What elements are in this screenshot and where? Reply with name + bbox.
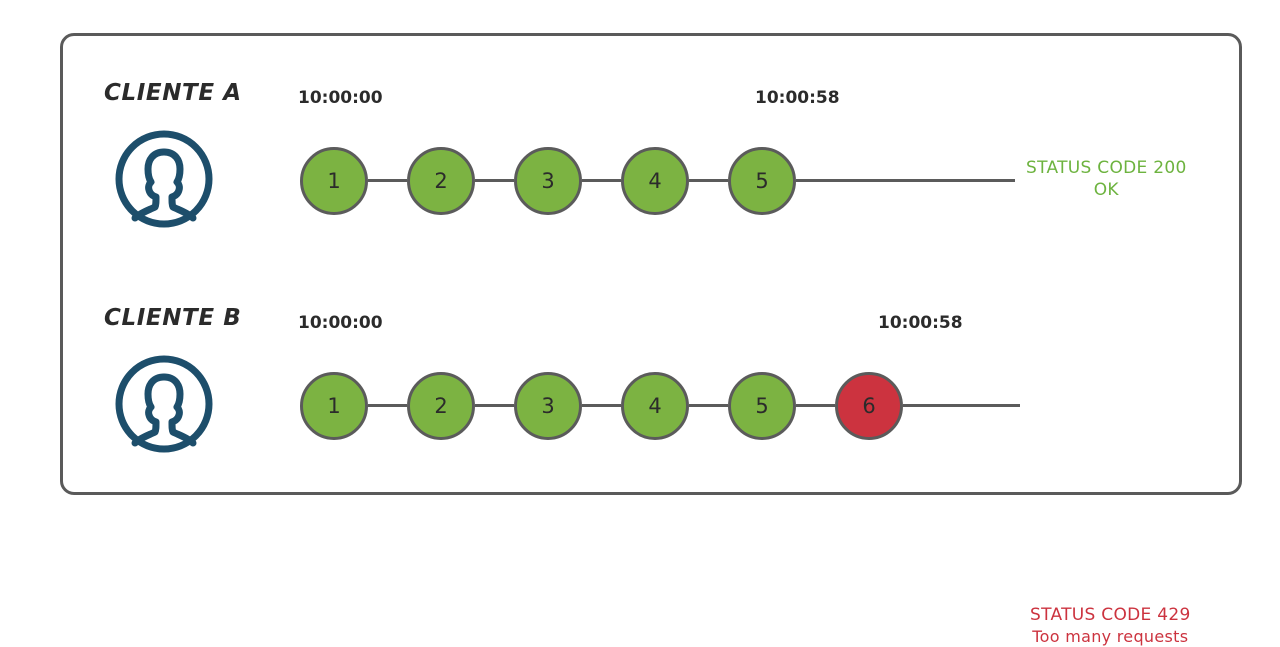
status-a-line1: STATUS CODE 200 bbox=[1026, 158, 1187, 178]
client-a-start-time: 10:00:00 bbox=[298, 88, 383, 108]
status-badge-a: STATUS CODE 200 OK bbox=[1026, 158, 1187, 202]
chain-link bbox=[475, 179, 514, 182]
status-badge-b: STATUS CODE 429 Too many requests bbox=[1030, 605, 1191, 647]
client-b-label: CLIENTE B bbox=[104, 305, 242, 331]
user-avatar-icon bbox=[112, 128, 216, 230]
chain-link bbox=[475, 404, 514, 407]
request-node-2[interactable]: 2 bbox=[407, 372, 475, 440]
chain-link bbox=[368, 404, 407, 407]
request-node-3[interactable]: 3 bbox=[514, 372, 582, 440]
chain-tail-link bbox=[903, 404, 1020, 407]
request-node-1[interactable]: 1 bbox=[300, 372, 368, 440]
chain-link bbox=[582, 404, 621, 407]
status-a-line2: OK bbox=[1093, 179, 1119, 200]
chain-tail-link bbox=[796, 179, 1015, 182]
status-b-line1: STATUS CODE 429 bbox=[1030, 605, 1191, 625]
request-node-1[interactable]: 1 bbox=[300, 147, 368, 215]
request-node-4[interactable]: 4 bbox=[621, 147, 689, 215]
client-a-label: CLIENTE A bbox=[104, 80, 242, 106]
chain-link bbox=[796, 404, 835, 407]
status-b-line2: Too many requests bbox=[1032, 626, 1189, 646]
request-node-4[interactable]: 4 bbox=[621, 372, 689, 440]
request-node-6[interactable]: 6 bbox=[835, 372, 903, 440]
request-node-5[interactable]: 5 bbox=[728, 372, 796, 440]
request-node-2[interactable]: 2 bbox=[407, 147, 475, 215]
request-node-5[interactable]: 5 bbox=[728, 147, 796, 215]
chain-link bbox=[582, 179, 621, 182]
client-b-start-time: 10:00:00 bbox=[298, 313, 383, 333]
client-b-end-time: 10:00:58 bbox=[878, 313, 963, 333]
user-avatar-icon bbox=[112, 353, 216, 455]
chain-link bbox=[368, 179, 407, 182]
chain-link bbox=[689, 404, 728, 407]
chain-link bbox=[689, 179, 728, 182]
request-node-3[interactable]: 3 bbox=[514, 147, 582, 215]
client-a-end-time: 10:00:58 bbox=[755, 88, 840, 108]
